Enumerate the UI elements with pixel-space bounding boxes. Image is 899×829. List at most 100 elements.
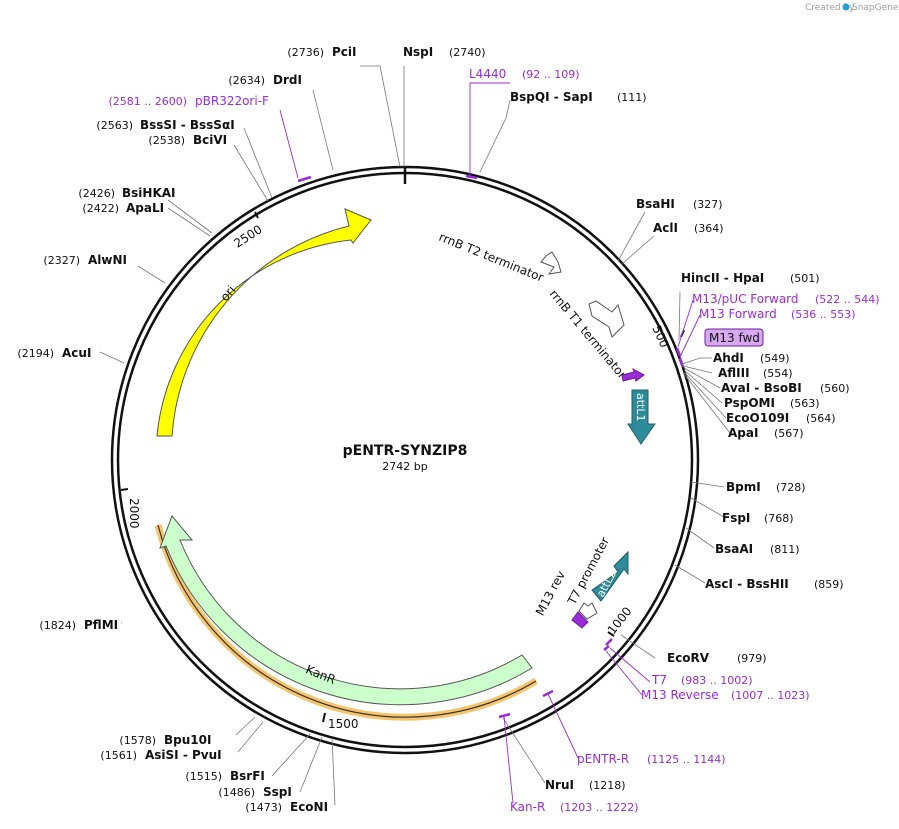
enzyme-drdi[interactable]: DrdI bbox=[273, 73, 302, 87]
primer-t7[interactable]: T7 bbox=[651, 673, 667, 687]
enzyme-asci[interactable]: AscI - BssHII bbox=[705, 577, 789, 591]
enzyme-pspomi-pos: (563) bbox=[790, 397, 820, 410]
enzyme-bpmi[interactable]: BpmI bbox=[726, 480, 761, 494]
feature-kanr[interactable] bbox=[159, 515, 533, 706]
enzyme-asisi[interactable]: AsiSI - PvuI bbox=[145, 748, 222, 762]
enzyme-econi-pos: (1473) bbox=[245, 801, 282, 814]
primer-m13-reverse[interactable]: M13 Reverse bbox=[641, 688, 719, 702]
enzyme-bsssi-pos: (2563) bbox=[96, 119, 133, 132]
enzyme-apai[interactable]: ApaI bbox=[728, 426, 758, 440]
feature-rrnb-t1[interactable] bbox=[588, 300, 625, 338]
feature-ori[interactable] bbox=[156, 208, 372, 437]
enzyme-nrui-pos: (1218) bbox=[589, 779, 626, 792]
primer-t7-pos: (983 .. 1002) bbox=[681, 674, 753, 687]
feature-attl1[interactable] bbox=[627, 389, 656, 445]
feature-m13-fwd-arrow[interactable] bbox=[621, 367, 645, 382]
enzyme-pcii-pos: (2736) bbox=[287, 46, 324, 59]
enzyme-fspi[interactable]: FspI bbox=[722, 511, 750, 525]
enzyme-acli-pos: (364) bbox=[694, 222, 724, 235]
enzyme-asci-pos: (859) bbox=[814, 578, 844, 591]
enzyme-bsrfi-pos: (1515) bbox=[185, 770, 222, 783]
enzyme-bpu10i[interactable]: Bpu10I bbox=[164, 733, 211, 747]
feature-attl2-label: attL2 bbox=[594, 568, 619, 599]
feature-attl2[interactable] bbox=[591, 550, 629, 602]
enzyme-acli[interactable]: AclI bbox=[653, 221, 678, 235]
enzyme-nspi-pos: (2740) bbox=[449, 46, 486, 59]
enzyme-bsahi[interactable]: BsaHI bbox=[636, 197, 675, 211]
primer-m13-puc-forward[interactable]: M13/pUC Forward bbox=[692, 292, 799, 306]
enzyme-bsssi[interactable]: BssSI - BssSαI bbox=[140, 118, 235, 132]
enzyme-econi[interactable]: EcoNI bbox=[290, 800, 328, 814]
enzyme-apali-pos: (2422) bbox=[82, 202, 119, 215]
enzyme-bpu10i-pos: (1578) bbox=[119, 734, 156, 747]
feature-rrnb-t2[interactable] bbox=[540, 251, 562, 275]
primer-site-m13-forward bbox=[675, 347, 685, 368]
enzyme-bcivi[interactable]: BciVI bbox=[193, 133, 227, 147]
backbone bbox=[110, 165, 700, 755]
primer-pentr-r[interactable]: pENTR-R bbox=[577, 752, 629, 766]
enzyme-bsaai-pos: (811) bbox=[770, 543, 800, 556]
enzyme-alwni-pos: (2327) bbox=[43, 254, 80, 267]
enzyme-bspqi-pos: (111) bbox=[617, 91, 647, 104]
enzyme-alwni[interactable]: AlwNI bbox=[88, 253, 127, 267]
enzyme-pflmi[interactable]: PflMI bbox=[84, 618, 118, 632]
primer-site-kan-r bbox=[498, 712, 511, 719]
primer-leader-lines bbox=[279, 82, 701, 804]
enzyme-ecoo109i[interactable]: EcoO109I bbox=[726, 411, 789, 425]
enzyme-bsihkai[interactable]: BsiHKAI bbox=[122, 186, 176, 200]
primer-pbr322ori-f[interactable]: pBR322ori-F bbox=[195, 94, 269, 108]
credit-brand: SnapGene bbox=[852, 3, 899, 13]
enzyme-ahdi[interactable]: AhdI bbox=[713, 351, 744, 365]
primer-m13-reverse-pos: (1007 .. 1023) bbox=[731, 689, 810, 702]
enzyme-labels-right: NspI (2740) BspQI - SapI (111) BsaHI (32… bbox=[403, 45, 850, 792]
enzyme-avai-pos: (560) bbox=[820, 382, 850, 395]
snapgene-logo-icon bbox=[842, 3, 850, 11]
enzyme-pspomi[interactable]: PspOMI bbox=[724, 396, 775, 410]
features: ori KanR attL1 attL2 rrnB T2 terminator … bbox=[154, 208, 764, 721]
primer-m13-puc-forward-pos: (522 .. 544) bbox=[815, 293, 880, 306]
enzyme-nrui[interactable]: NruI bbox=[545, 778, 574, 792]
enzyme-hincii[interactable]: HincII - HpaI bbox=[681, 271, 764, 285]
enzyme-bsaai[interactable]: BsaAI bbox=[715, 542, 753, 556]
tick-1500: 1500 bbox=[328, 717, 359, 731]
feature-ori-label: ori bbox=[218, 283, 239, 304]
tick-2000: 2000 bbox=[127, 498, 141, 529]
primer-l4440-pos: (92 .. 109) bbox=[522, 68, 580, 81]
enzyme-ecoo109i-pos: (564) bbox=[806, 412, 836, 425]
m13-fwd-badge[interactable] bbox=[704, 328, 764, 347]
enzyme-bsrfi[interactable]: BsrFI bbox=[230, 769, 265, 783]
enzyme-sspi[interactable]: SspI bbox=[263, 785, 292, 799]
enzyme-bpmi-pos: (728) bbox=[776, 481, 806, 494]
enzyme-bsihkai-pos: (2426) bbox=[78, 187, 115, 200]
primer-l4440[interactable]: L4440 bbox=[469, 67, 506, 81]
plasmid-name: pENTR-SYNZIP8 bbox=[343, 443, 468, 459]
primer-pbr322ori-f-pos: (2581 .. 2600) bbox=[108, 95, 187, 108]
primer-site-pbr322ori-f bbox=[297, 175, 312, 183]
feature-t7-promoter[interactable] bbox=[578, 602, 598, 620]
feature-m13-rev[interactable] bbox=[571, 611, 589, 629]
enzyme-avai[interactable]: AvaI - BsoBI bbox=[721, 381, 802, 395]
plasmid-size: 2742 bp bbox=[382, 460, 427, 473]
enzyme-acui-pos: (2194) bbox=[17, 347, 54, 360]
enzyme-pcii[interactable]: PciI bbox=[332, 45, 357, 59]
enzyme-hincii-pos: (501) bbox=[790, 272, 820, 285]
enzyme-nspi[interactable]: NspI bbox=[403, 45, 433, 59]
primer-m13-forward[interactable]: M13 Forward bbox=[699, 307, 777, 321]
enzyme-afliii[interactable]: AflIII bbox=[718, 366, 750, 380]
leader-lines bbox=[99, 65, 731, 806]
primer-site-pentr-r bbox=[542, 689, 554, 698]
primer-sites bbox=[297, 174, 685, 719]
enzyme-ecorv-pos: (979) bbox=[737, 652, 767, 665]
enzyme-bspqi[interactable]: BspQI - SapI bbox=[510, 90, 593, 104]
enzyme-ecorv[interactable]: EcoRV bbox=[667, 651, 710, 665]
enzyme-apai-pos: (567) bbox=[774, 427, 804, 440]
enzyme-pflmi-pos: (1824) bbox=[39, 619, 76, 632]
enzyme-acui[interactable]: AcuI bbox=[62, 346, 91, 360]
feature-rrnb-t2-label: rrnB T2 terminator bbox=[437, 230, 546, 285]
primer-kan-r[interactable]: Kan-R bbox=[510, 800, 545, 814]
enzyme-apali[interactable]: ApaLI bbox=[126, 201, 164, 215]
feature-kanr-span-line bbox=[157, 524, 537, 718]
feature-m13-rev-label: M13 rev bbox=[533, 569, 568, 618]
